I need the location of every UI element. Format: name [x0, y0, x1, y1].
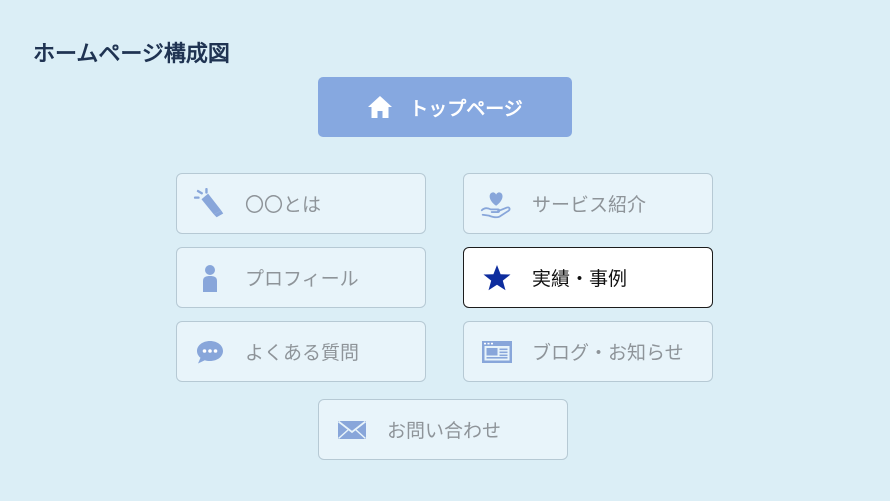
megaphone-icon [193, 187, 227, 221]
node-contact-label: お問い合わせ [387, 420, 502, 442]
node-faq-label: よくある質問 [245, 342, 360, 364]
top-page-node[interactable]: トップページ [318, 77, 572, 137]
home-icon [367, 94, 393, 120]
browser-window-icon [480, 335, 514, 369]
node-achievements-label: 実績・事例 [532, 268, 628, 290]
envelope-icon [335, 413, 369, 447]
node-achievements[interactable]: 実績・事例 [463, 247, 713, 308]
node-about[interactable]: 〇〇とは [176, 173, 426, 234]
top-page-label: トップページ [409, 97, 523, 120]
chat-bubble-icon [193, 335, 227, 369]
person-icon [193, 261, 227, 295]
node-blog[interactable]: ブログ・お知らせ [463, 321, 713, 382]
node-contact[interactable]: お問い合わせ [318, 399, 568, 460]
node-services-label: サービス紹介 [532, 194, 647, 216]
node-profile-label: プロフィール [245, 268, 359, 290]
node-about-label: 〇〇とは [245, 194, 322, 216]
star-icon [480, 261, 514, 295]
node-faq[interactable]: よくある質問 [176, 321, 426, 382]
node-services[interactable]: サービス紹介 [463, 173, 713, 234]
node-blog-label: ブログ・お知らせ [532, 342, 684, 364]
page-title: ホームページ構成図 [33, 42, 230, 67]
node-profile[interactable]: プロフィール [176, 247, 426, 308]
heart-hand-icon [480, 187, 514, 221]
